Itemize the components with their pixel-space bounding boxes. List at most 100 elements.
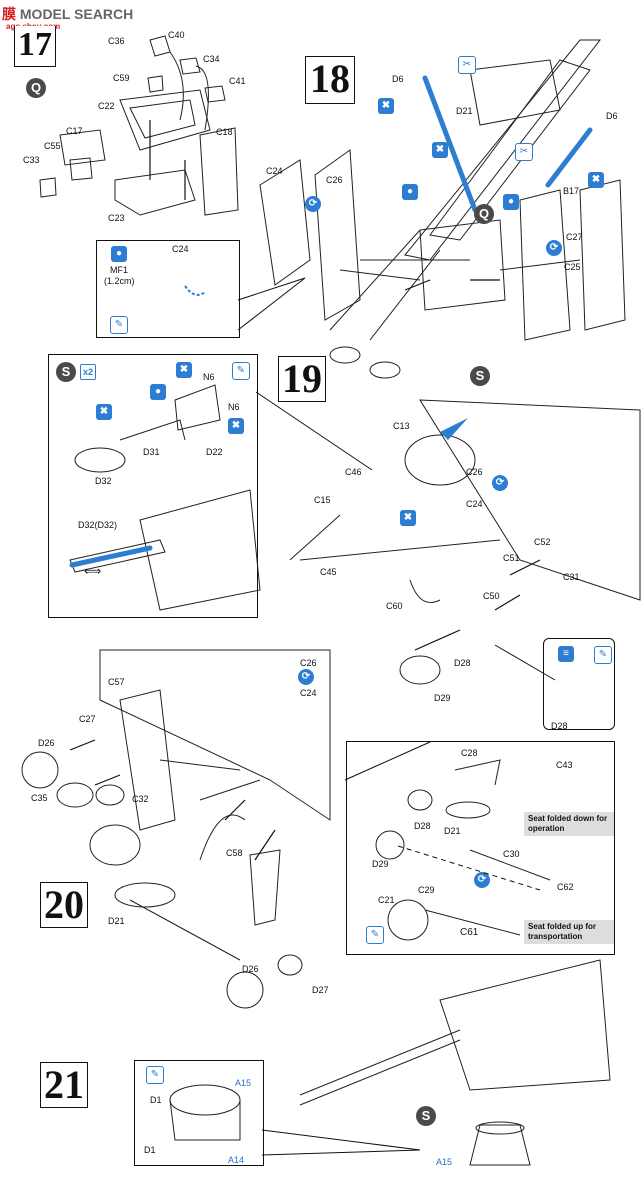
label-a14: A14	[228, 1155, 245, 1165]
label-c17: C17	[66, 126, 83, 136]
label-d21-seat: D21	[444, 826, 461, 836]
file-icon: ✖	[588, 172, 604, 188]
label-d1-top: D1	[150, 1095, 162, 1105]
rotate-icon: ⟳	[474, 872, 490, 888]
watermark-brand: SEARCH	[74, 6, 134, 22]
label-d1-bottom: D1	[144, 1145, 156, 1155]
s-marker-step21: S	[416, 1106, 436, 1126]
inset-d28	[543, 638, 615, 730]
inset-s-parts	[48, 354, 258, 618]
label-d28-inset: D28	[551, 721, 568, 731]
inset-seat	[346, 741, 615, 955]
label-c26-19: C26	[466, 467, 483, 477]
cut-icon: ✂	[458, 56, 476, 74]
note-seat-folded-up: Seat folded up for transportation	[524, 920, 614, 944]
label-c62: C62	[557, 882, 574, 892]
striped-icon: ≡	[558, 646, 574, 662]
double-arrow-icon: ⟺	[84, 564, 102, 578]
s-marker-step18: S	[470, 366, 490, 386]
label-c28: C28	[461, 748, 478, 758]
rotate-icon: ⟳	[546, 240, 562, 256]
label-d21-20: D21	[108, 916, 125, 926]
label-d28: D28	[454, 658, 471, 668]
glue-icon: ●	[150, 384, 166, 400]
cut-icon: ✂	[515, 143, 533, 161]
label-c52: C52	[534, 537, 551, 547]
label-c18: C18	[216, 127, 233, 137]
file-icon: ✖	[176, 362, 192, 378]
label-c57: C57	[108, 677, 125, 687]
glue-icon: ●	[503, 194, 519, 210]
label-d27: D27	[312, 985, 329, 995]
label-c61: C61	[460, 927, 479, 938]
file-icon: ✖	[96, 404, 112, 420]
label-d29: D29	[434, 693, 451, 703]
step-20-number: 20	[40, 882, 88, 928]
file-icon: ✖	[378, 98, 394, 114]
label-c15: C15	[314, 495, 331, 505]
label-c24: C24	[266, 166, 283, 176]
label-b17: B17	[563, 186, 580, 196]
label-c24-19: C24	[466, 499, 483, 509]
label-a15: A15	[436, 1157, 453, 1167]
label-c43: C43	[556, 760, 573, 770]
note-seat-folded-down: Seat folded down for operation	[524, 812, 614, 836]
label-c21: C21	[378, 895, 395, 905]
step-17-number: 17	[14, 26, 56, 67]
step-19-number: 19	[278, 356, 326, 402]
step-18-number: 18	[305, 56, 355, 104]
paint-icon: ✎	[146, 1066, 164, 1084]
label-c36: C36	[108, 36, 125, 46]
paint-icon: ✎	[594, 646, 612, 664]
label-d6-right: D6	[606, 111, 618, 121]
label-n6-top: N6	[203, 372, 215, 382]
label-d26: D26	[38, 738, 55, 748]
label-c23: C23	[108, 213, 125, 223]
label-c58: C58	[226, 848, 243, 858]
watermark-model: MODEL	[19, 6, 71, 22]
watermark: 膜 MODEL SEARCH	[2, 4, 133, 24]
label-mf1: MF1	[110, 265, 128, 275]
paint-icon: ✎	[110, 316, 128, 334]
label-d32-d32: D32(D32)	[78, 520, 118, 530]
file-icon: ✖	[228, 418, 244, 434]
rotate-icon: ⟳	[298, 669, 314, 685]
label-c35: C35	[31, 793, 48, 803]
label-c51: C51	[503, 553, 520, 563]
label-c30: C30	[503, 849, 520, 859]
inset-mf1	[96, 240, 240, 338]
label-c24-inset: C24	[172, 244, 189, 254]
label-c33: C33	[23, 155, 40, 165]
file-icon: ✖	[400, 510, 416, 526]
label-n6-bottom: N6	[228, 402, 240, 412]
q-marker-step17: Q	[26, 78, 46, 98]
label-c60: C60	[386, 601, 403, 611]
watermark-cn: 膜	[2, 6, 16, 22]
q-marker-step18: Q	[474, 204, 494, 224]
x2-quantity-badge: x2	[80, 364, 96, 380]
label-d26-20: D26	[242, 964, 259, 974]
label-c45: C45	[320, 567, 337, 577]
label-c34: C34	[203, 54, 220, 64]
label-c13: C13	[393, 421, 410, 431]
label-d29-seat: D29	[372, 859, 389, 869]
label-c32: C32	[132, 794, 149, 804]
label-c22: C22	[98, 101, 115, 111]
label-d32: D32	[95, 476, 112, 486]
label-c31: C31	[563, 572, 580, 582]
label-c41: C41	[229, 76, 246, 86]
rotate-icon: ⟳	[305, 196, 321, 212]
paint-icon: ✎	[232, 362, 250, 380]
label-c46: C46	[345, 467, 362, 477]
glue-icon: ●	[402, 184, 418, 200]
file-icon: ✖	[432, 142, 448, 158]
label-d22: D22	[206, 447, 223, 457]
label-c24-20: C24	[300, 688, 317, 698]
label-d6-left: D6	[392, 74, 404, 84]
step-21-number: 21	[40, 1062, 88, 1108]
glue-icon: ●	[111, 246, 127, 262]
label-mf1-length: (1.2cm)	[104, 276, 135, 286]
s-marker-inset: S	[56, 362, 76, 382]
label-c50: C50	[483, 591, 500, 601]
